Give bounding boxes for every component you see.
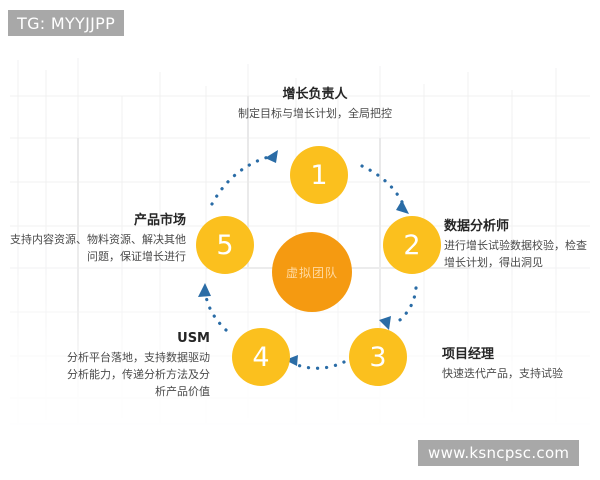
arc-2-to-3 (393, 286, 418, 326)
node-label-4: USM 分析平台落地，支持数据驱动分析能力，传递分析方法及分析产品价值 (58, 330, 210, 400)
node-number-2: 2 (403, 229, 421, 261)
node-desc-3: 快速迭代产品，支持试验 (442, 366, 563, 380)
arc-3-to-4 (290, 360, 346, 370)
arc-5-to-1 (210, 154, 274, 206)
arrowhead-5-to-1 (265, 150, 278, 163)
arc-1-to-2 (360, 164, 406, 208)
node-number-5: 5 (216, 229, 234, 261)
node-title-5: 产品市场 (133, 213, 186, 228)
node-title-3: 项目经理 (442, 347, 495, 362)
center-hub-label: 虚拟团队 (285, 265, 338, 280)
node-number-3: 3 (369, 341, 387, 373)
watermark-bottom-right: www.ksncpsc.com (418, 440, 580, 466)
node-title-2: 数据分析师 (444, 219, 510, 234)
arrowhead-4-to-5 (198, 283, 211, 297)
node-number-1: 1 (310, 159, 328, 191)
node-desc-5: 支持内容资源、物料资源、解决其他问题，保证增长进行 (10, 232, 186, 263)
arrowhead-1-to-2 (396, 200, 409, 214)
arrowhead-3-to-4 (285, 355, 298, 366)
node-label-1: 增长负责人 制定目标与增长计划，全局把控 (215, 86, 415, 122)
node-circle-2[interactable]: 2 (383, 216, 441, 274)
node-circle-4[interactable]: 4 (232, 328, 290, 386)
node-circle-3[interactable]: 3 (349, 328, 407, 386)
node-label-5: 产品市场 支持内容资源、物料资源、解决其他问题，保证增长进行 (6, 212, 186, 265)
arrowhead-2-to-3 (379, 316, 391, 330)
node-desc-2: 进行增长试验数据校验，检查增长计划，得出洞见 (444, 238, 587, 269)
node-title-4: USM (177, 331, 210, 346)
node-label-2: 数据分析师 进行增长试验数据校验，检查增长计划，得出洞见 (444, 218, 594, 271)
watermark-top-left: TG: MYYJJPP (8, 10, 125, 36)
center-hub: 虚拟团队 (272, 232, 352, 312)
node-number-4: 4 (252, 341, 270, 373)
node-title-1: 增长负责人 (282, 87, 348, 102)
node-desc-4: 分析平台落地，支持数据驱动分析能力，传递分析方法及分析产品价值 (67, 350, 210, 398)
node-desc-1: 制定目标与增长计划，全局把控 (238, 106, 392, 120)
node-circle-5[interactable]: 5 (196, 216, 254, 274)
node-label-3: 项目经理 快速迭代产品，支持试验 (442, 346, 597, 382)
node-circle-1[interactable]: 1 (290, 146, 348, 204)
